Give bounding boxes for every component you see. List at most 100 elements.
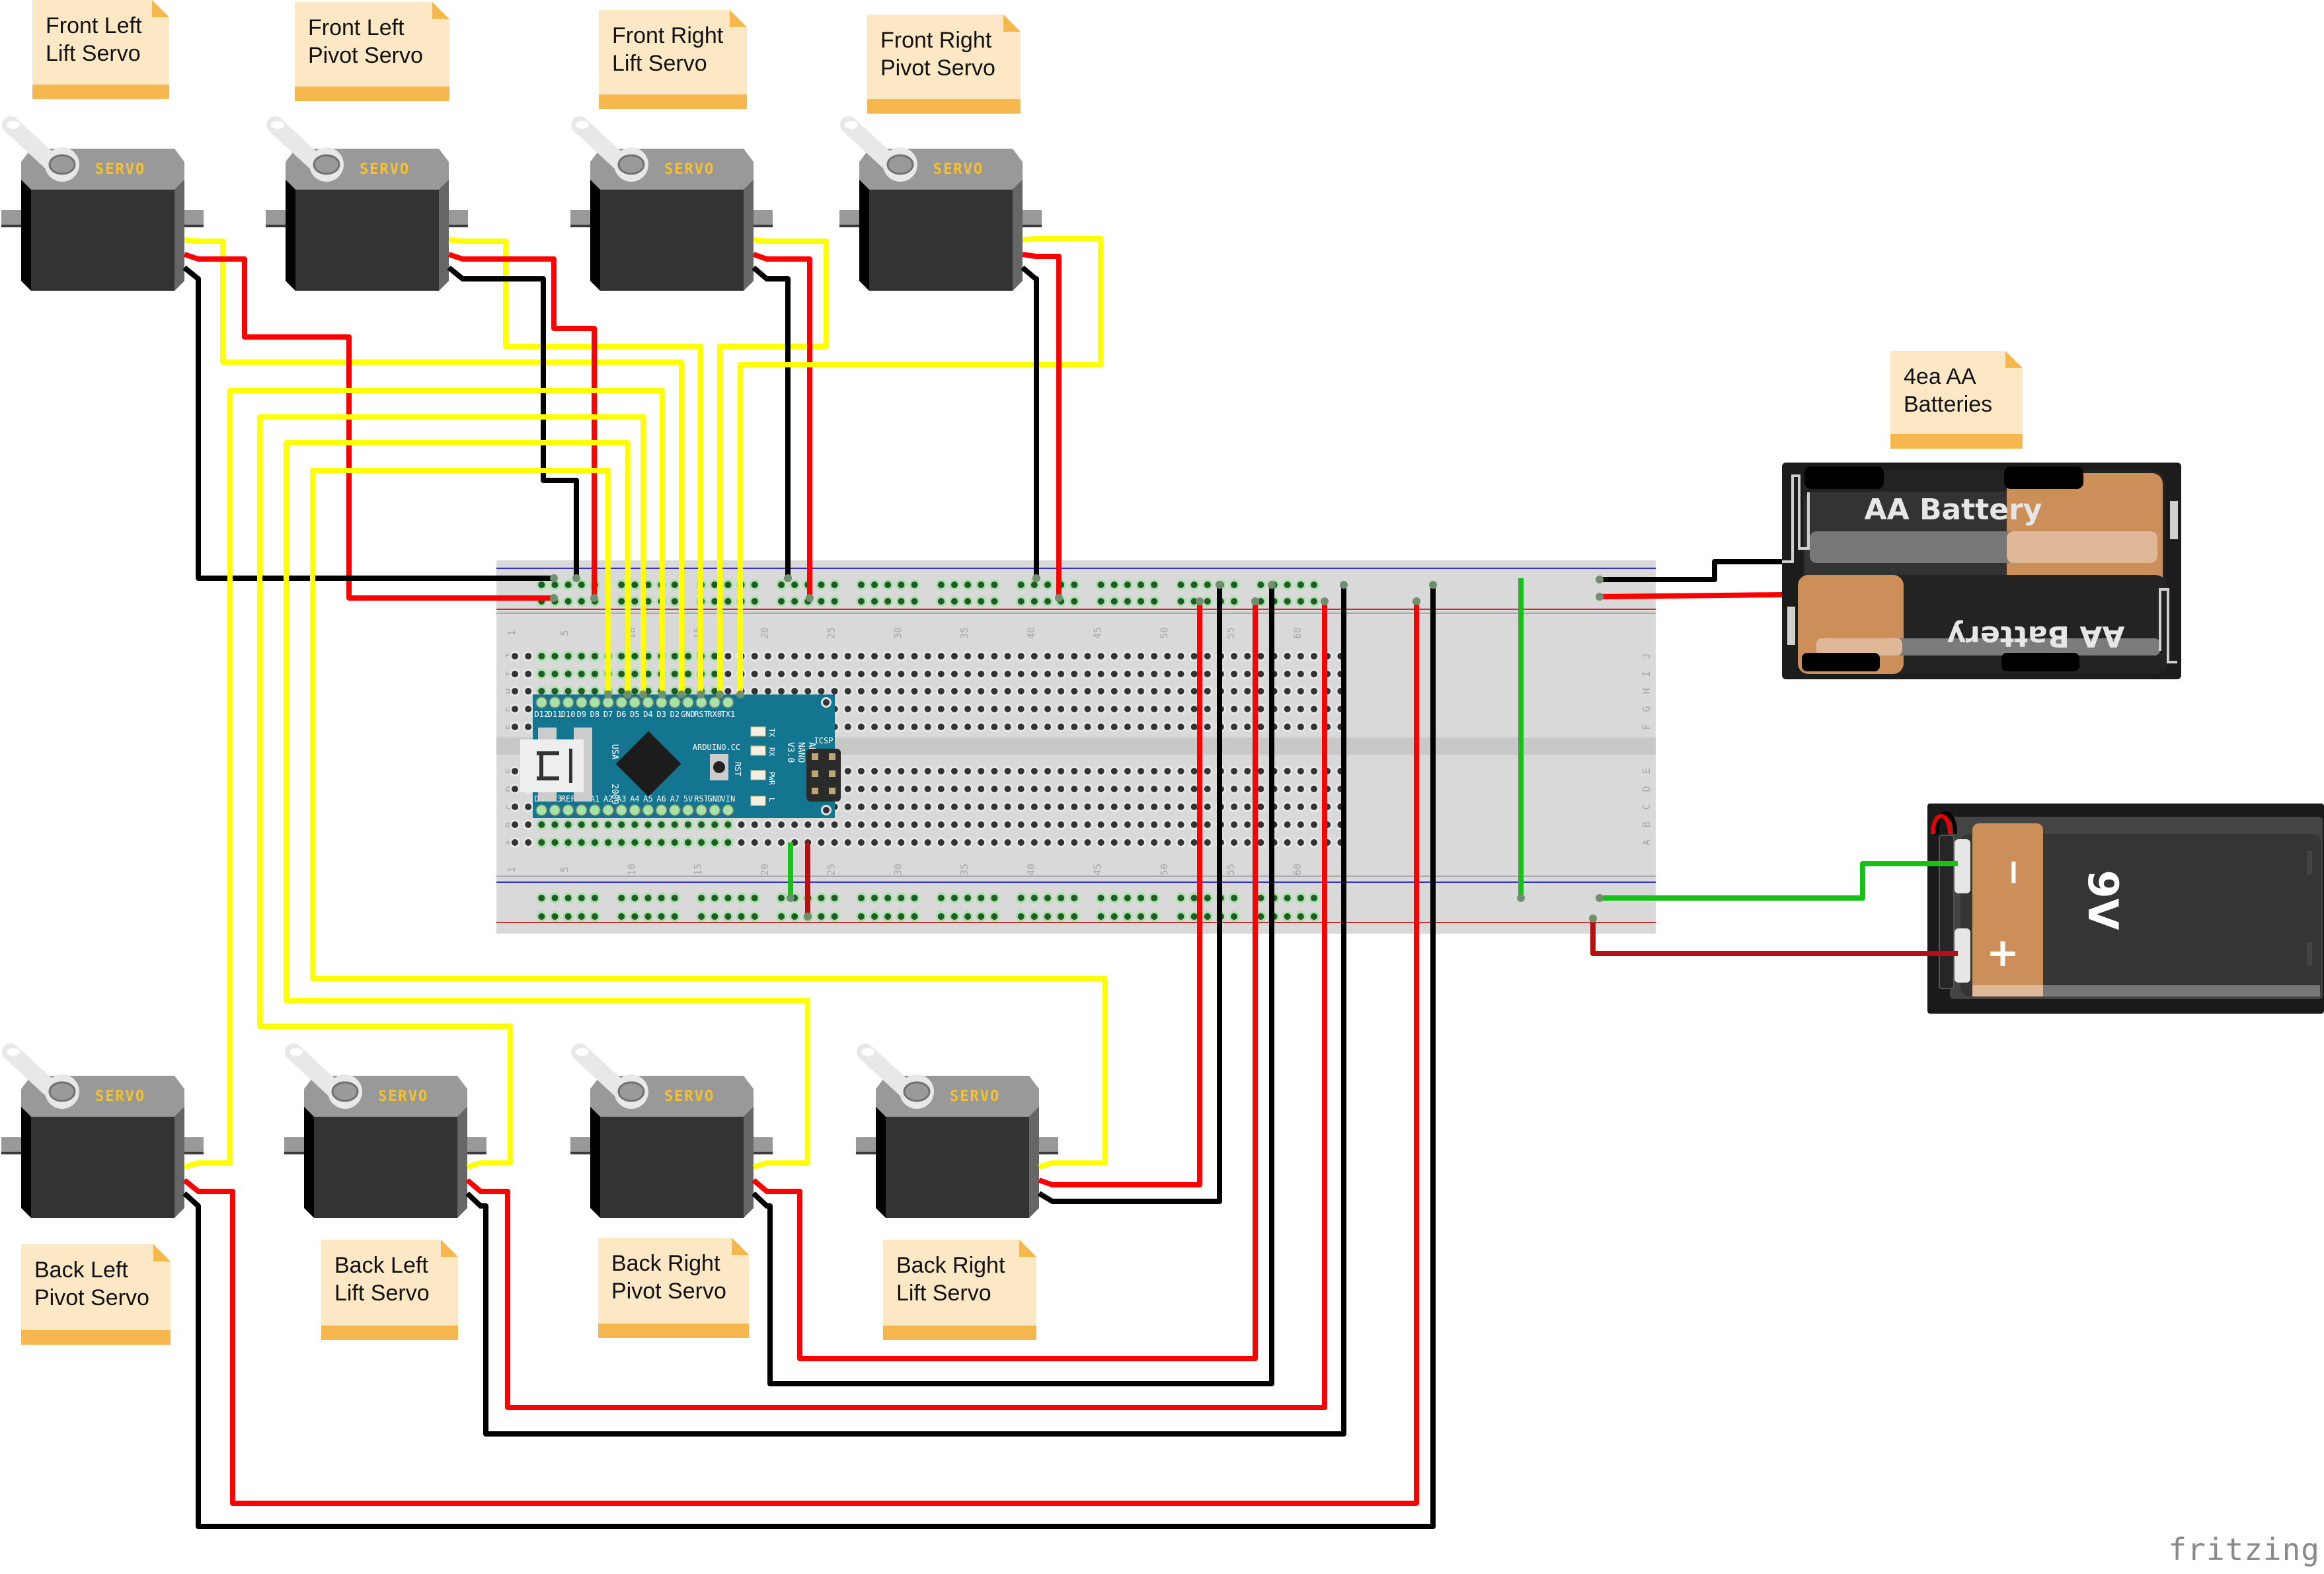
arduino-pin-d4[interactable] [642, 696, 654, 708]
wire-ground-back-right-pivot[interactable] [752, 585, 1274, 1386]
arduino-pin-d2[interactable] [669, 696, 681, 708]
icsp-pin [829, 753, 835, 760]
arduino-pin-d3[interactable] [655, 696, 668, 708]
usb-connector[interactable] [520, 739, 584, 792]
wire-9v-positive[interactable] [1590, 918, 1958, 956]
arduino-pin-d11[interactable] [549, 696, 561, 708]
wire-signal-back-right-pivot[interactable] [284, 440, 810, 1170]
wire-power-front-left-pivot[interactable] [447, 252, 597, 598]
wire-signal-front-left-lift[interactable] [184, 237, 684, 694]
wire-endpoint [639, 691, 647, 698]
wire-ground-back-left-lift[interactable] [465, 585, 1346, 1437]
wire-ground-front-right-lift[interactable] [752, 265, 791, 578]
wire-signal-front-right-pivot[interactable] [738, 236, 1103, 694]
note-front-left-pivot[interactable]: Front Left Pivot Servo [295, 2, 449, 101]
wire-power-back-left-lift[interactable] [465, 601, 1327, 1410]
arduino-pin-a0[interactable] [576, 804, 588, 816]
arduino-pin-d5[interactable] [629, 696, 641, 708]
arduino-pin-a2[interactable] [602, 804, 614, 816]
note-front-right-lift[interactable]: Front Right Lift Servo [599, 10, 747, 109]
servo-back-left-lift[interactable]: SERVO [284, 1043, 486, 1218]
arduino-pin-rst[interactable] [695, 696, 707, 708]
arduino-pin-a7[interactable] [669, 804, 681, 816]
wire-9v-negative[interactable] [1600, 861, 1958, 901]
wire-power-front-right-lift[interactable] [752, 252, 812, 598]
terminal-positive[interactable] [1955, 928, 1970, 983]
wire-power-back-right-pivot[interactable] [752, 601, 1258, 1361]
note-front-right-pivot[interactable]: Front Right Pivot Servo [867, 15, 1021, 114]
led-label: PWR [767, 772, 776, 785]
arduino-pin-d8[interactable] [589, 696, 601, 708]
servo-front-left-lift[interactable]: SERVO [1, 116, 204, 291]
note-aa-batteries[interactable]: 4ea AA Batteries [1890, 351, 2023, 449]
wire-signal-front-left-pivot[interactable] [448, 237, 703, 694]
wire-power-front-right-pivot[interactable] [1022, 252, 1062, 598]
servo-front-left-pivot[interactable]: SERVO [266, 116, 468, 291]
wire-power-front-left-lift[interactable] [183, 252, 554, 601]
nine-volt-cell[interactable] [1960, 834, 2321, 996]
wire-signal-front-right-lift[interactable] [717, 237, 829, 694]
servo-shaft [617, 1081, 645, 1102]
pin-label: 5V [683, 794, 693, 804]
arduino-pin-a6[interactable] [655, 804, 668, 816]
arduino-pin-d12[interactable] [535, 696, 548, 708]
pin-label: REF [561, 794, 576, 804]
wire-endpoint [736, 691, 744, 698]
wire-power-back-right-lift[interactable] [1038, 601, 1202, 1187]
note-back-right-pivot[interactable]: Back Right Pivot Servo [598, 1238, 749, 1338]
arduino-pin-rx0[interactable] [709, 696, 720, 708]
wire-signal-back-left-lift[interactable] [257, 414, 646, 1170]
icsp-pin [812, 788, 818, 794]
arduino-pin-3v3[interactable] [549, 804, 561, 816]
servo-back-right-lift[interactable]: SERVO [856, 1043, 1058, 1218]
column-number-label: 45 [1092, 627, 1104, 639]
servo-front-right-lift[interactable]: SERVO [570, 116, 773, 291]
wire-ground-back-left-pivot[interactable] [182, 585, 1436, 1529]
nine-volt-battery[interactable]: −+9V [1927, 804, 2324, 1014]
icsp-header[interactable] [806, 749, 841, 802]
servo-back-right-pivot[interactable]: SERVO [570, 1043, 773, 1218]
wire-aa-power[interactable] [1599, 592, 1783, 599]
servo-front-right-pivot[interactable]: SERVO [839, 116, 1042, 291]
arduino-pin-d13[interactable] [535, 804, 548, 816]
wire-signal-back-left-pivot[interactable] [183, 388, 665, 1170]
arduino-pin-a1[interactable] [589, 804, 601, 816]
arduino-pin-d9[interactable] [576, 696, 588, 708]
arduino-pin-d7[interactable] [602, 696, 614, 708]
wire-ground-front-left-pivot[interactable] [447, 265, 579, 578]
wire-power-back-left-pivot[interactable] [182, 601, 1419, 1506]
servo-shaft [313, 154, 340, 175]
led-label: L [767, 798, 776, 802]
arduino-pin-ref[interactable] [562, 804, 574, 816]
note-front-left-lift[interactable]: Front Left Lift Servo [32, 0, 169, 99]
note-back-left-pivot[interactable]: Back Left Pivot Servo [21, 1244, 171, 1345]
arduino-pin-a3[interactable] [615, 804, 627, 816]
column-number-label: 30 [892, 627, 904, 639]
arduino-pin-vin[interactable] [722, 804, 734, 816]
arduino-pin-a4[interactable] [629, 804, 641, 816]
arduino-pin-a5[interactable] [642, 804, 654, 816]
arduino-pin-5v[interactable] [682, 804, 694, 816]
arduino-pin-d10[interactable] [562, 696, 574, 708]
note-back-left-lift[interactable]: Back Left Lift Servo [321, 1240, 458, 1340]
row-letter-label: E [1641, 768, 1652, 774]
arduino-pin-rst[interactable] [695, 804, 707, 816]
wire-ground-front-right-pivot[interactable] [1021, 265, 1039, 578]
arduino-pin-tx1[interactable] [722, 696, 734, 708]
servo-label: SERVO [664, 1088, 715, 1105]
wire-signal-back-right-lift[interactable] [310, 468, 1108, 1170]
arduino-pin-d6[interactable] [615, 696, 627, 708]
arduino-pin-gnd[interactable] [682, 696, 694, 708]
wire-aa-ground[interactable] [1600, 559, 1782, 582]
wire-ground-back-right-lift[interactable] [1037, 585, 1222, 1204]
wire-ground-front-left-lift[interactable] [182, 265, 554, 581]
wire-endpoint [804, 913, 812, 920]
note-back-right-lift[interactable]: Back Right Lift Servo [883, 1240, 1036, 1340]
arduino-pin-gnd[interactable] [709, 804, 720, 816]
terminal-negative[interactable] [1955, 839, 1970, 893]
arduino-nano[interactable]: D12D11D10D9D8D7D6D5D4D3D2GNDRSTRX0TX1D13… [520, 694, 841, 818]
servo-back-left-pivot[interactable]: SERVO [1, 1043, 204, 1218]
pin-label: TX1 [721, 710, 736, 719]
column-number-label: 50 [1158, 864, 1170, 876]
